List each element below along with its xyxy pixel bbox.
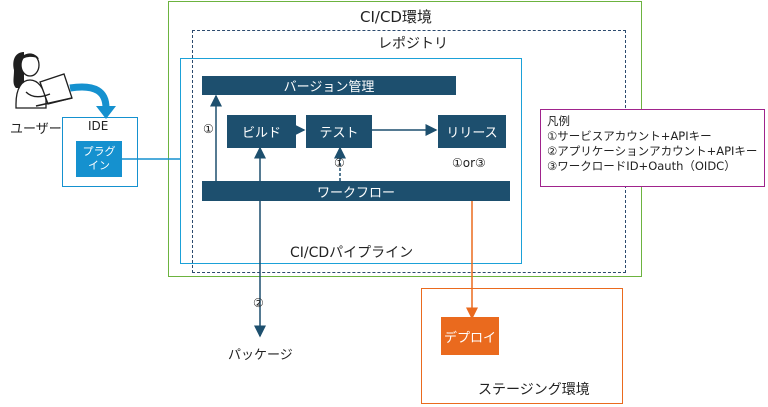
pipeline-title: CI/CDパイプライン (290, 245, 414, 261)
ide-label: IDE (88, 119, 109, 133)
repository-title: レポジトリ (378, 36, 448, 52)
build-node: ビルド (227, 115, 296, 148)
plugin-label-line2: イン (88, 159, 110, 172)
legend-item-3: ③ワークロードID+Oauth（OIDC） (547, 159, 736, 173)
plugin-label-line1: プラグ (82, 145, 116, 158)
package-label: パッケージ (228, 348, 293, 363)
user-figure-icon (13, 52, 73, 109)
legend-box: 凡例 ①サービスアカウント+APIキー ②アプリケーションアカウント+APIキー… (540, 109, 765, 187)
user-label: ユーザー (10, 122, 62, 137)
deploy-node: デプロイ (441, 317, 499, 355)
workflow-node: ワークフロー (202, 181, 510, 201)
edge-label-test-from-workflow: ① (334, 156, 345, 170)
legend-item-2: ②アプリケーションアカウント+APIキー (547, 144, 758, 158)
legend-item-1: ①サービスアカウント+APIキー (547, 129, 712, 143)
pipeline-frame (180, 58, 522, 264)
staging-title: ステージング環境 (478, 382, 590, 398)
release-node: リリース (438, 115, 506, 148)
edge-label-build-to-version: ① (203, 122, 214, 136)
edge-label-release-to-deploy: ①or③ (452, 156, 486, 170)
version-control-node: バージョン管理 (202, 76, 456, 95)
edge-label-package: ② (253, 296, 264, 310)
legend-title: 凡例 (547, 114, 570, 128)
test-node: テスト (306, 115, 372, 148)
user-to-ide-arrow (69, 83, 110, 109)
staging-frame (421, 288, 623, 404)
cicd-environment-title: CI/CD環境 (360, 8, 432, 26)
plugin-box: プラグ イン (76, 141, 122, 177)
